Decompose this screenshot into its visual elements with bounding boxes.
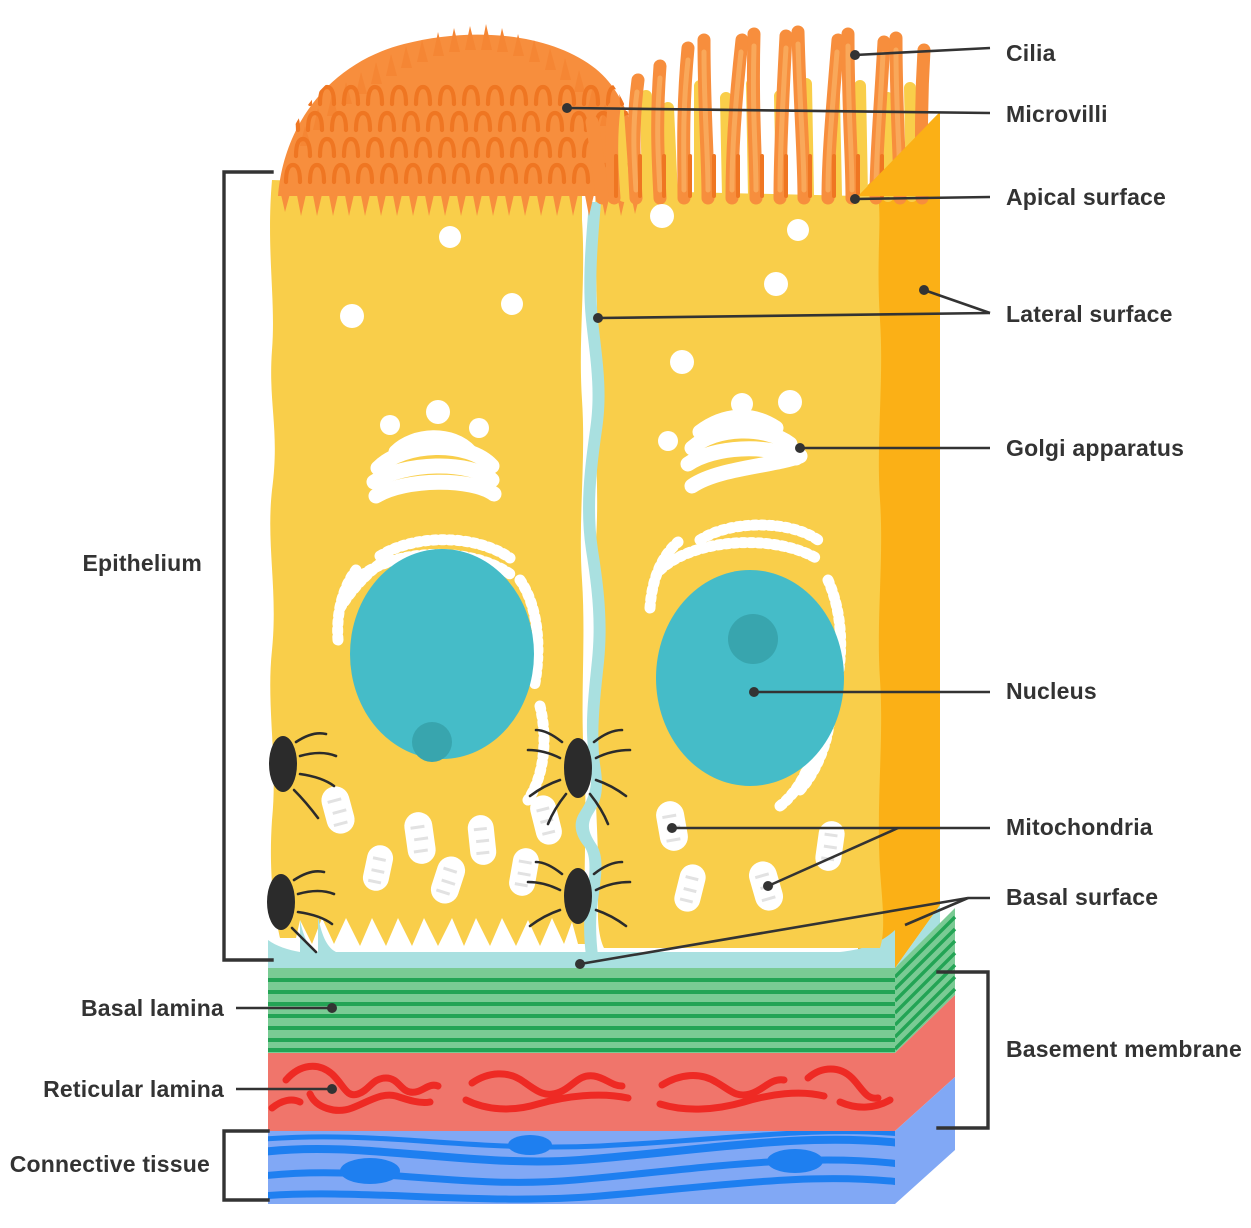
label-nucleus: Nucleus <box>1006 678 1097 704</box>
vesicle <box>787 219 809 241</box>
golgi-apparatus <box>366 430 502 504</box>
label-microvilli: Microvilli <box>1006 101 1108 127</box>
vesicle <box>670 350 694 374</box>
leader-lateral-b <box>597 311 991 320</box>
basal-infoldings <box>300 916 336 952</box>
leader-lines-right <box>562 46 991 969</box>
vesicle <box>340 304 364 328</box>
label-golgi-apparatus: Golgi apparatus <box>1006 435 1185 461</box>
fibroblast-nucleus <box>508 1135 552 1155</box>
microvilli-region <box>278 24 642 216</box>
nucleus-right <box>656 570 844 786</box>
epithelial-cells <box>270 180 884 948</box>
vesicle <box>380 415 400 435</box>
connective-tissue-side-3d <box>895 1077 955 1204</box>
vesicle <box>764 272 788 296</box>
desmosome <box>526 860 632 928</box>
leader-microvilli <box>566 106 991 115</box>
vesicle <box>731 393 753 415</box>
label-connective-tissue: Connective tissue <box>9 1151 210 1177</box>
right-cell-organelles <box>644 204 847 912</box>
vesicle <box>650 204 674 228</box>
leader-basal-c <box>904 896 969 927</box>
leader-mito-b <box>767 826 899 888</box>
leader-apical <box>854 195 991 201</box>
label-apical-surface: Apical surface <box>1006 184 1167 210</box>
cilia-region <box>585 25 940 205</box>
vesicle <box>469 418 489 438</box>
bracket-basement-membrane <box>936 970 990 1130</box>
rough-er <box>332 534 550 806</box>
basal-surface-layer <box>268 930 895 968</box>
leader-lateral-a <box>923 288 991 315</box>
label-reticular-lamina: Reticular lamina <box>43 1076 224 1102</box>
vesicle <box>439 226 461 248</box>
desmosomes <box>267 728 632 954</box>
label-basal-surface: Basal surface <box>1006 884 1159 910</box>
bracket-connective-tissue <box>222 1129 270 1202</box>
fibroblast-nucleus <box>340 1158 400 1184</box>
basal-lamina-layer <box>268 968 895 1053</box>
vesicle <box>778 390 802 414</box>
desmosome <box>526 728 632 826</box>
golgi-apparatus <box>680 409 808 494</box>
leader-basal-b <box>579 896 969 966</box>
intercellular-space <box>575 202 606 956</box>
nucleolus-right <box>728 614 778 664</box>
leader-cilia <box>854 46 991 57</box>
vesicle <box>501 293 523 315</box>
connective-tissue-layer <box>268 1131 895 1204</box>
label-basal-lamina: Basal lamina <box>80 995 224 1021</box>
basal-lamina-side-3d <box>893 908 957 1053</box>
reticular-lamina-side-3d <box>895 995 955 1131</box>
bracket-epithelium <box>222 170 274 962</box>
label-epithelium: Epithelium <box>82 550 202 576</box>
label-basement-membrane: Basement membrane <box>1006 1036 1243 1062</box>
vesicle <box>658 431 678 451</box>
label-cilia: Cilia <box>1006 40 1056 66</box>
desmosome <box>269 731 338 820</box>
desmosome <box>267 869 336 954</box>
nucleus-left <box>350 549 534 759</box>
label-mitochondria: Mitochondria <box>1006 814 1153 840</box>
left-cell-organelles <box>321 226 562 904</box>
nucleolus-left <box>412 722 452 762</box>
reticular-lamina-layer <box>268 1053 895 1131</box>
vesicle <box>426 400 450 424</box>
fibroblast-nucleus <box>767 1149 823 1173</box>
leader-lines-left <box>236 1003 337 1094</box>
label-lateral-surface: Lateral surface <box>1006 301 1173 327</box>
